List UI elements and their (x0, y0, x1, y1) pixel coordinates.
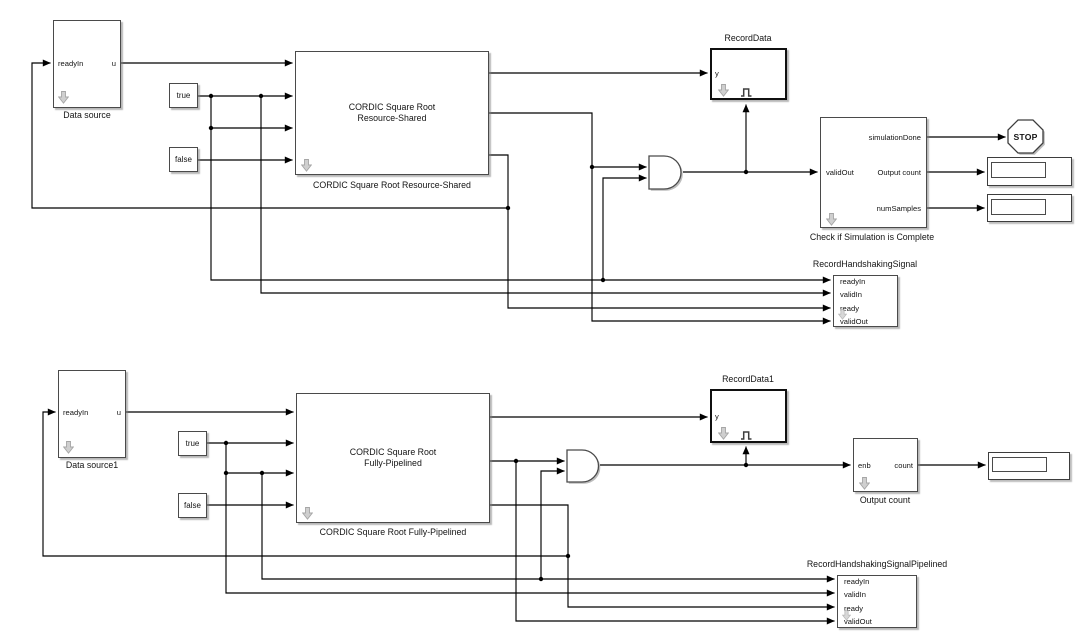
wire-true-to-record-validin (260, 96, 831, 297)
wire-true-to-record-validin-fp (225, 473, 835, 597)
port-label-ready: ready (840, 304, 859, 314)
display-output-count[interactable] (987, 157, 1072, 186)
port-label-ready: ready (844, 604, 863, 614)
port-label-validin: validIn (844, 590, 866, 600)
wire-readyout-to-record-fp (567, 556, 835, 611)
wire-readyout-feedback-fp (42, 408, 569, 557)
cordic-resource-shared-block[interactable]: CORDIC Square Root Resource-Shared (295, 51, 489, 175)
port-label-u: u (116, 408, 121, 418)
port-label-numsamples: numSamples (876, 204, 921, 214)
check-simulation-complete-block[interactable]: validOut simulationDone Output count num… (820, 117, 927, 228)
wire-true-to-record-readyin (210, 128, 831, 284)
cordic-fully-pipelined-block[interactable]: CORDIC Square Root Fully-Pipelined (296, 393, 490, 523)
cordic-block-title: CORDIC Square Root Fully-Pipelined (297, 394, 489, 522)
block-caption-cordic-fp: CORDIC Square Root Fully-Pipelined (319, 527, 467, 537)
look-under-mask-arrow-icon (858, 477, 871, 490)
port-label-enb: enb (858, 461, 871, 471)
port-label-u: u (111, 59, 116, 69)
block-caption-cordic-rs: CORDIC Square Root Resource-Shared (313, 180, 471, 190)
port-label-validin: validIn (840, 290, 862, 300)
port-label-readyin: readyIn (844, 577, 870, 587)
wire-readyout-feedback (31, 59, 509, 209)
block-title-recorddata1: RecordData1 (722, 374, 774, 384)
recorddata1-scope-block[interactable]: y (710, 389, 787, 443)
port-label-simulationdone: simulationDone (868, 133, 921, 143)
data-source1-block[interactable]: readyIn u (58, 370, 126, 458)
wire-validout-to-and (489, 112, 647, 171)
data-source-block[interactable]: readyIn u (53, 20, 121, 108)
block-caption-output-count: Output count (859, 495, 911, 505)
display-value-well (991, 162, 1046, 178)
wire-true-to-record-readyin-fp (261, 473, 835, 583)
record-handshaking-signal-block[interactable]: readyIn validIn ready validOut (833, 275, 898, 327)
port-label-validout: validOut (826, 168, 854, 178)
wire-readyin-to-and-fp (540, 467, 565, 579)
trigger-pulse-icon (740, 430, 753, 440)
port-label-y: y (715, 69, 719, 79)
port-label-readyin: readyIn (840, 277, 866, 287)
and-gate-bottom[interactable] (566, 449, 600, 483)
wire-validout-to-record (591, 167, 831, 325)
display-count[interactable] (988, 452, 1070, 480)
record-handshaking-signal-pipelined-block[interactable]: readyIn validIn ready validOut (837, 575, 917, 628)
stop-simulation-block[interactable] (1007, 119, 1044, 154)
look-under-mask-arrow-icon (841, 610, 852, 621)
wire-true-to-ready (210, 96, 293, 132)
port-label-validout: validOut (844, 617, 872, 627)
constant-true-block[interactable]: true (169, 83, 198, 108)
wire-readyin-to-and (602, 174, 647, 280)
block-title-recorddata: RecordData (724, 33, 772, 43)
output-count-block[interactable]: enb count (853, 438, 918, 492)
constant-false-block[interactable]: false (169, 147, 198, 172)
port-label-readyin: readyIn (63, 408, 89, 418)
stop-label: STOP (1013, 132, 1038, 142)
wire-true-to-ready-fp (225, 443, 294, 477)
cordic-block-title: CORDIC Square Root Resource-Shared (296, 52, 488, 174)
display-value-well (991, 199, 1046, 215)
trigger-pulse-icon (740, 87, 753, 97)
cordic-title-line2: Fully-Pipelined (364, 458, 422, 468)
wire-junction-dots (208, 93, 749, 582)
look-under-mask-arrow-icon (62, 441, 75, 454)
look-under-mask-arrow-icon (57, 91, 70, 104)
look-under-mask-arrow-icon (301, 507, 314, 520)
port-label-readyin: readyIn (58, 59, 84, 69)
display-value-well (992, 457, 1047, 472)
block-caption-data-source1: Data source1 (65, 460, 119, 470)
display-numsamples[interactable] (987, 194, 1072, 222)
block-title-record-hs: RecordHandshakingSignal (812, 259, 918, 269)
look-under-mask-arrow-icon (717, 84, 730, 97)
look-under-mask-arrow-icon (300, 159, 313, 172)
look-under-mask-arrow-icon (837, 309, 848, 320)
and-gate-top[interactable] (648, 155, 682, 190)
constant-true-block[interactable]: true (178, 431, 207, 456)
look-under-mask-arrow-icon (717, 427, 730, 440)
look-under-mask-arrow-icon (825, 213, 838, 226)
cordic-title-line2: Resource-Shared (357, 113, 427, 123)
wire-readyout-to-record (507, 208, 831, 312)
port-label-count: count (894, 461, 913, 471)
cordic-title-line1: CORDIC Square Root (349, 446, 437, 457)
cordic-title-line1: CORDIC Square Root (348, 101, 436, 112)
block-caption-check: Check if Simulation is Complete (809, 232, 935, 242)
constant-false-block[interactable]: false (178, 493, 207, 518)
recorddata-scope-block[interactable]: y (710, 48, 787, 100)
port-label-y: y (715, 412, 719, 422)
wire-validout-to-record-fp (515, 461, 835, 625)
block-title-record-hs-pipelined: RecordHandshakingSignalPipelined (806, 559, 948, 569)
block-caption-data-source: Data source (63, 110, 111, 120)
port-label-output-count: Output count (877, 168, 921, 178)
port-label-validout: validOut (840, 317, 868, 327)
